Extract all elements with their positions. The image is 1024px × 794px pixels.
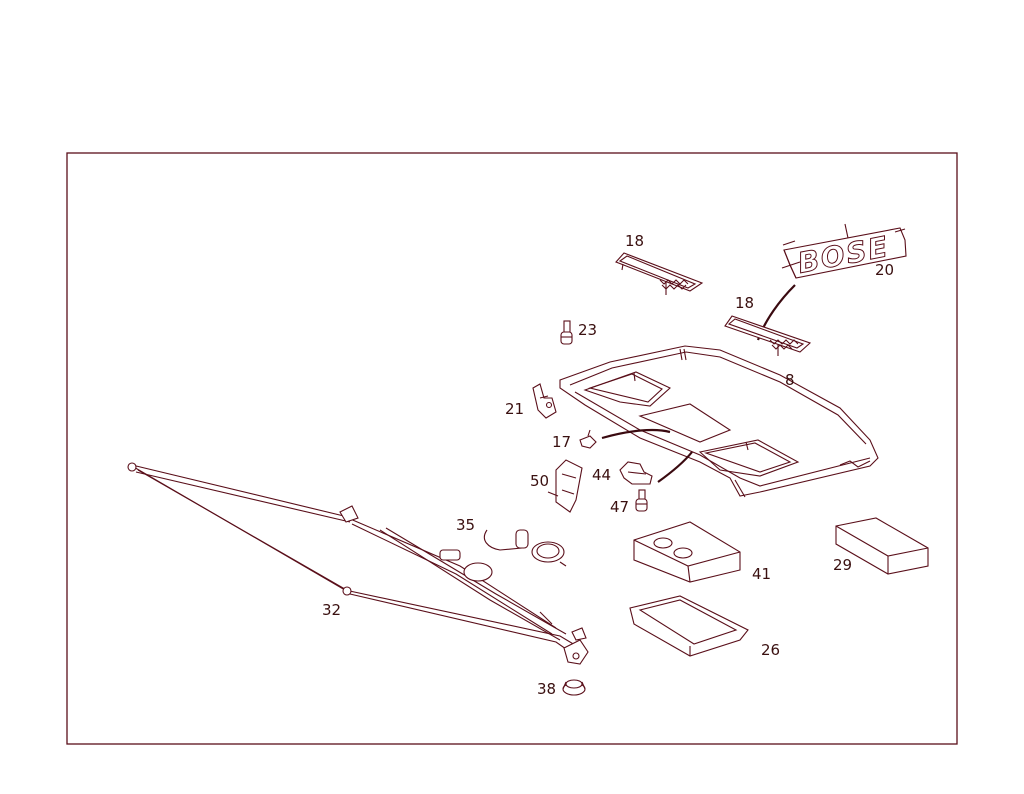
part-29-block — [835, 517, 929, 575]
part-50-latch — [547, 459, 583, 513]
part-17-clip — [579, 429, 597, 449]
callout-21: 21 — [505, 400, 524, 418]
callout-38: 38 — [537, 680, 556, 698]
callout-35: 35 — [456, 516, 475, 534]
callout-50: 50 — [530, 472, 549, 490]
callout-17: 17 — [552, 433, 571, 451]
leader-line-44 — [657, 451, 693, 483]
part-18-upper-grille — [615, 252, 704, 295]
callout-47: 47 — [610, 498, 629, 516]
diagram-border — [66, 152, 958, 745]
callout-18-upper: 18 — [625, 232, 644, 250]
callout-29: 29 — [833, 556, 852, 574]
part-44-clip — [619, 461, 653, 485]
callout-32: 32 — [322, 601, 341, 619]
callout-44: 44 — [592, 466, 611, 484]
callout-41: 41 — [752, 565, 771, 583]
callout-18-lower: 18 — [735, 294, 754, 312]
leader-line-17 — [601, 428, 671, 440]
part-26-tray — [629, 595, 749, 657]
part-47-pin — [635, 489, 648, 512]
part-23-pin — [560, 320, 573, 345]
part-32-linkage — [127, 462, 589, 665]
callout-8: 8 — [785, 371, 795, 389]
part-18-lower-grille — [724, 315, 812, 356]
callout-23: 23 — [578, 321, 597, 339]
part-8-rear-shelf — [559, 345, 879, 498]
part-41-box — [633, 521, 741, 583]
part-21-bracket — [532, 383, 557, 419]
part-35-motor — [483, 529, 567, 567]
part-38-grommet — [562, 679, 586, 696]
callout-20: 20 — [875, 261, 894, 279]
callout-26: 26 — [761, 641, 780, 659]
